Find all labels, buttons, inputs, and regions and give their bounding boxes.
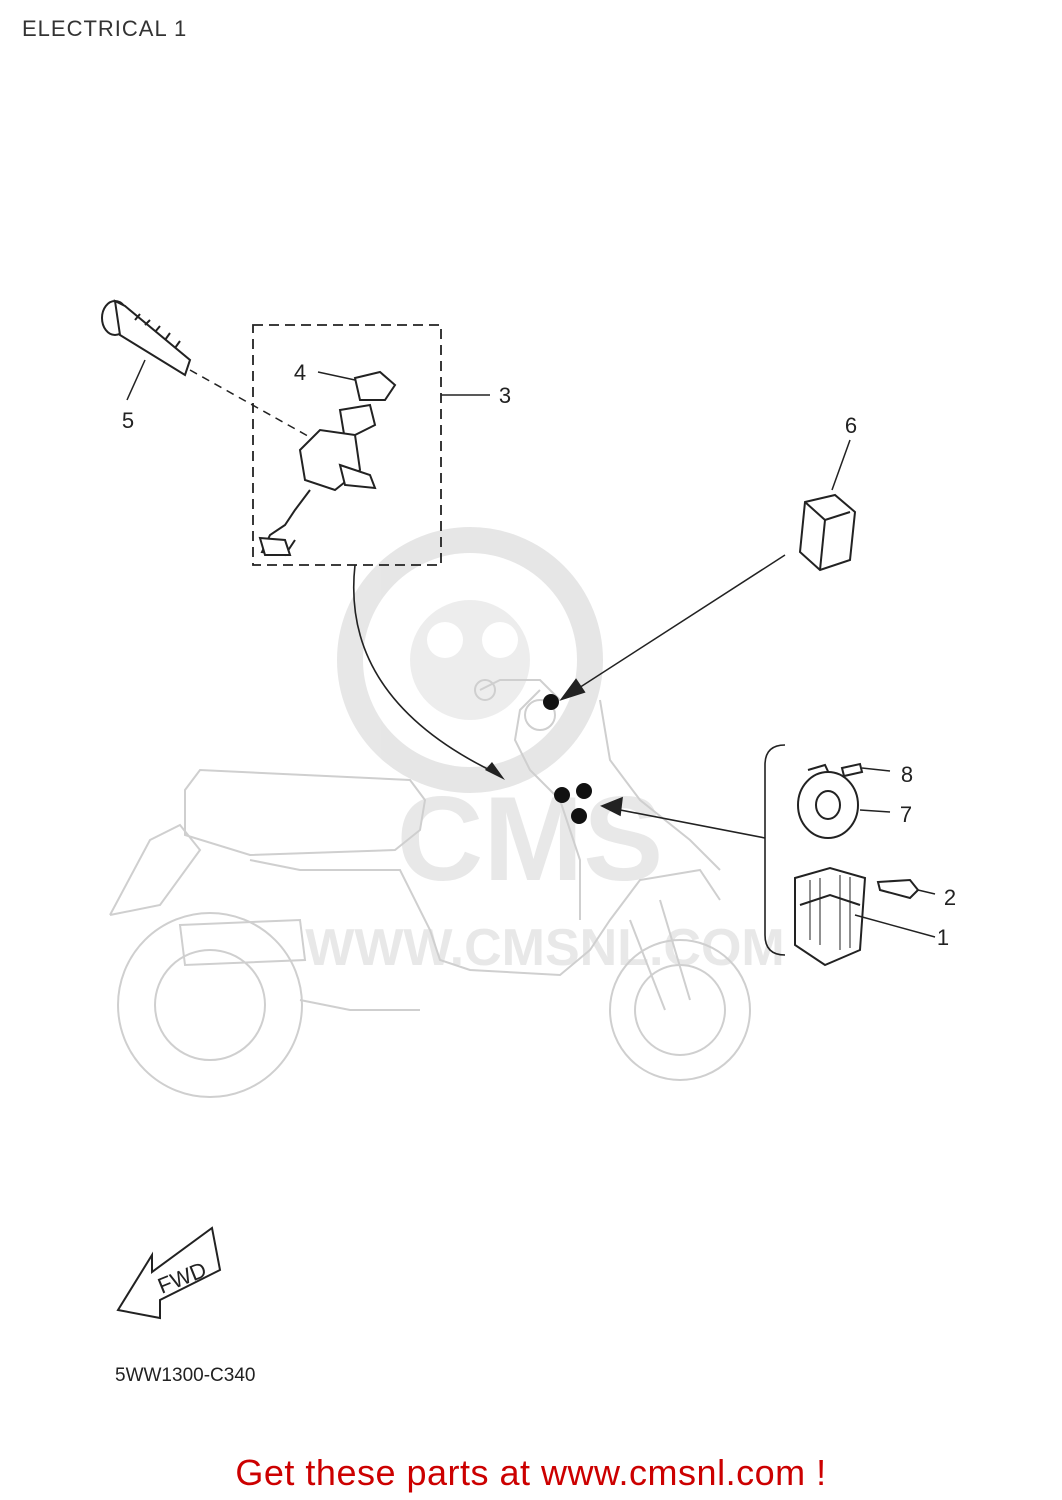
part-6-relay [559, 439, 857, 701]
part-3-main-switch-assembly [252, 324, 505, 780]
part-number-7: 7 [900, 802, 912, 827]
scooter-outline [109, 679, 751, 1098]
footer-link[interactable]: Get these parts at www.cmsnl.com ! [235, 1452, 827, 1493]
fwd-arrow: FWD [116, 1226, 222, 1320]
part-7-horn [797, 762, 891, 839]
part-5-bolt [101, 299, 316, 441]
watermark-url: WWW.CMSNL.COM [305, 919, 784, 977]
watermark: CMS WWW.CMSNL.COM [305, 527, 785, 977]
part-number-6: 6 [845, 413, 857, 438]
part-number-4: 4 [294, 360, 306, 385]
diagram-code: 5WW1300-C340 [115, 1365, 256, 1386]
part-1-rectifier [794, 866, 936, 967]
watermark-brand: CMS [397, 772, 664, 906]
group-bracket [600, 744, 786, 956]
part-number-1: 1 [937, 925, 949, 950]
part-number-3: 3 [499, 383, 511, 408]
mount-points [543, 694, 592, 824]
part-number-2: 2 [944, 885, 956, 910]
page-title: ELECTRICAL 1 [22, 16, 188, 41]
part-number-8: 8 [901, 762, 913, 787]
part-number-5: 5 [122, 408, 134, 433]
